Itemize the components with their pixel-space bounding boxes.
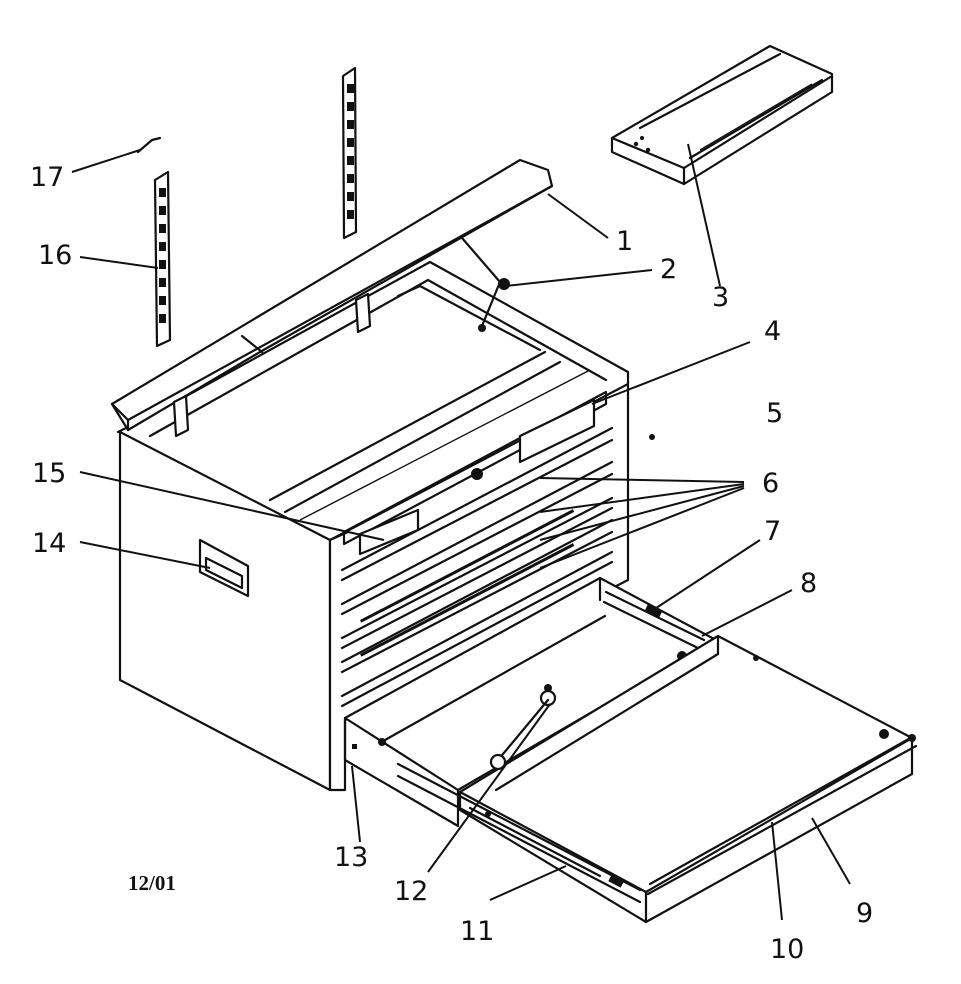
callout-1: 1 [616,226,633,257]
callout-8: 8 [800,568,817,599]
lid-hinges [172,292,372,438]
part-1-lid [110,158,554,432]
callout-15: 15 [32,458,66,489]
callout-7: 7 [764,516,781,547]
part-16-hinge-strip-upper [341,66,358,240]
callout-labels: 17 16 1 2 3 4 5 6 7 8 9 10 11 12 13 14 1… [30,162,873,965]
callout-4: 4 [764,316,781,347]
callout-13: 13 [334,842,368,873]
callout-12: 12 [394,876,428,907]
leader-lines [71,143,851,921]
part-4-nameplate [518,398,596,464]
callout-14: 14 [32,528,66,559]
part-5-screw [649,434,655,440]
callout-6: 6 [762,468,779,499]
callout-17: 17 [30,162,64,193]
callout-5: 5 [766,398,783,429]
callout-3: 3 [712,282,729,313]
callout-2: 2 [660,254,677,285]
part-2-lid-stay [460,236,510,332]
part-3-tote-tray [610,44,834,186]
part-17-pin [136,136,162,154]
date-code: 12/01 [128,871,176,895]
callout-16: 16 [38,240,72,271]
front-lock [471,468,483,480]
part-10-drawer-liner-strip [646,655,918,896]
callout-10: 10 [770,934,804,965]
part-12-drawer-lock [489,684,557,771]
callout-11: 11 [460,916,494,947]
part-6-drawers [340,426,614,708]
part-7-8-11-drawer-slides [396,590,706,904]
part-16-hinge-strip [153,170,172,348]
callout-9: 9 [856,898,873,929]
